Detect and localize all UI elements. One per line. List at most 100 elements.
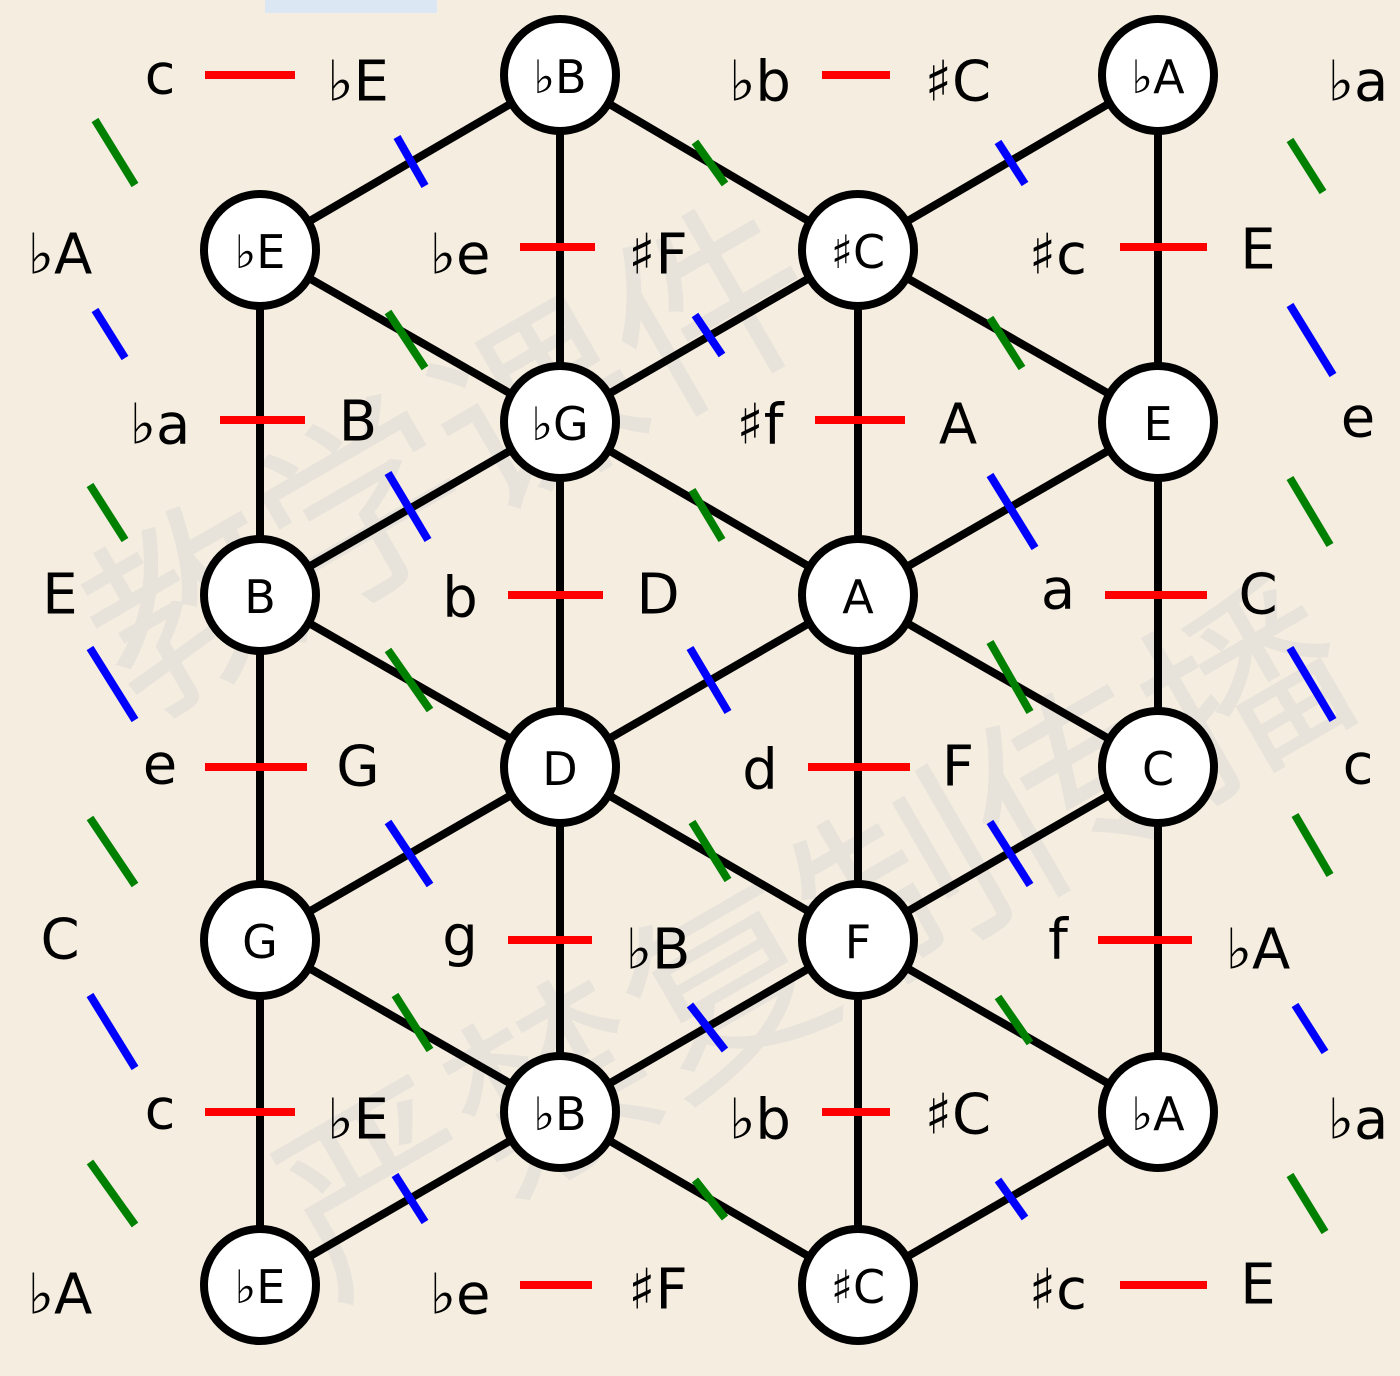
green-tick-17 (691, 1177, 729, 1221)
node-label: E (1143, 397, 1172, 451)
node-G: G (200, 880, 320, 1000)
green-tick-4 (986, 315, 1026, 371)
blue-tick-2 (691, 312, 726, 358)
blue-tick-10 (384, 819, 434, 888)
green-tick-7 (688, 487, 726, 543)
node-circle (200, 880, 320, 1000)
triangle-label-26: g (442, 905, 478, 970)
green-tick-11 (1291, 812, 1334, 878)
node-circle (500, 707, 620, 827)
triangle-label-24: c (1343, 733, 1374, 798)
node-label: ♭B (533, 1087, 586, 1141)
blue-tick-16 (994, 1177, 1029, 1221)
green-tick-16 (1286, 1172, 1329, 1235)
blue-tick-13 (1291, 1002, 1329, 1055)
node-circle (200, 535, 320, 655)
node-circle (500, 362, 620, 482)
node-label: B (244, 570, 276, 624)
triangle-label-11: B (339, 390, 377, 455)
triangle-label-20: e (143, 733, 177, 798)
node-label: F (845, 915, 871, 969)
node-F: F (798, 880, 918, 1000)
triangle-label-32: ♭b (729, 1088, 791, 1153)
triangle-label-12: ♯f (737, 393, 785, 458)
triangle-label-30: c (145, 1078, 176, 1143)
triangle-label-22: d (742, 738, 778, 803)
blue-tick-9 (686, 645, 732, 715)
blue-tick-7 (86, 645, 139, 723)
green-tick-10 (86, 815, 139, 888)
triangle-label-34: ♭a (1328, 1088, 1389, 1153)
node-circle (1098, 362, 1218, 482)
blue-tick-11 (986, 819, 1034, 888)
triangle-label-16: b (442, 566, 478, 631)
triangle-label-23: F (942, 735, 974, 800)
node-label: A (842, 570, 874, 624)
tick-layer (86, 71, 1337, 1289)
triangle-label-9: E (1240, 218, 1275, 283)
triangle-label-5: ♭A (28, 223, 93, 288)
blue-tick-3 (91, 307, 129, 361)
triangle-label-38: ♯c (1029, 1258, 1087, 1323)
node-bE_2: ♭E (200, 1225, 320, 1345)
green-tick-0 (691, 139, 729, 187)
node-circle (1098, 15, 1218, 135)
node-label: C (1142, 742, 1174, 796)
node-bA_top: ♭A (1098, 15, 1218, 135)
node-B: B (200, 535, 320, 655)
triangle-label-21: G (336, 735, 379, 800)
node-circle (798, 1225, 918, 1345)
node-sC_1: ♯C (798, 190, 918, 310)
triangle-label-29: ♭A (1226, 918, 1291, 983)
node-label: ♭E (235, 225, 286, 279)
blue-tick-1 (994, 139, 1029, 187)
green-tick-9 (986, 640, 1034, 714)
node-circle (1098, 707, 1218, 827)
node-circle (798, 535, 918, 655)
triangle-label-25: C (40, 908, 79, 973)
triangle-label-1: ♭E (327, 50, 389, 115)
node-A: A (798, 535, 918, 655)
green-tick-3 (384, 309, 429, 371)
triangle-label-39: E (1240, 1253, 1275, 1318)
triangle-label-37: ♯F (628, 1258, 687, 1323)
green-tick-12 (688, 819, 732, 883)
blue-tick-4 (1286, 302, 1337, 378)
node-bB_top: ♭B (500, 15, 620, 135)
green-tick-1 (91, 117, 139, 188)
node-bG: ♭G (500, 362, 620, 482)
node-circle (798, 880, 918, 1000)
triangle-label-0: c (145, 43, 176, 108)
blue-tick-15 (391, 1172, 429, 1225)
triangle-label-31: ♭E (327, 1088, 389, 1153)
node-circle (798, 190, 918, 310)
node-bB_bot: ♭B (500, 1052, 620, 1172)
green-tick-8 (384, 647, 434, 713)
blue-tick-14 (686, 1002, 729, 1053)
triangle-label-10: ♭a (130, 393, 191, 458)
green-tick-5 (86, 482, 129, 543)
node-label: ♭B (533, 50, 586, 104)
node-C: C (1098, 707, 1218, 827)
green-tick-6 (1286, 475, 1334, 548)
node-sC_2: ♯C (798, 1225, 918, 1345)
triangle-label-13: A (939, 393, 977, 458)
triangle-label-3: ♯C (925, 50, 991, 115)
node-bA_bot: ♭A (1098, 1052, 1218, 1172)
node-circle (200, 1225, 320, 1345)
blue-tick-0 (393, 135, 429, 188)
triangle-label-15: E (42, 563, 77, 628)
triangle-label-14: e (1341, 386, 1375, 451)
node-circle (500, 1052, 620, 1172)
triangle-label-8: ♯c (1029, 223, 1087, 288)
green-tick-2 (1286, 137, 1327, 195)
triangle-label-18: a (1041, 558, 1075, 623)
top-tab-strip (265, 0, 437, 13)
node-E: E (1098, 362, 1218, 482)
node-label: ♯C (831, 225, 885, 279)
triangle-label-2: ♭b (729, 50, 791, 115)
